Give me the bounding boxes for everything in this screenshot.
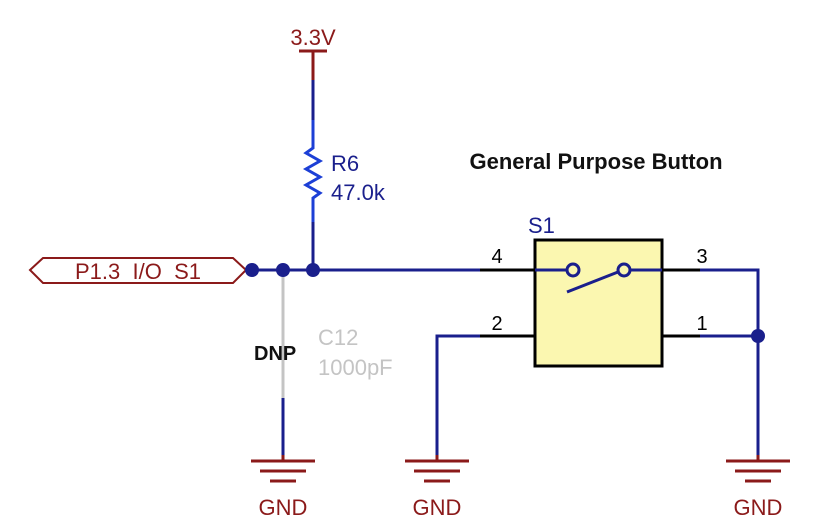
- resistor-zigzag: [302, 120, 324, 222]
- resistor-r6: R6 47.0k: [302, 120, 386, 222]
- ground-symbol-middle: GND: [405, 455, 469, 520]
- power-label: 3.3V: [290, 25, 336, 50]
- resistor-value: 47.0k: [331, 180, 386, 205]
- junction-dot-cap: [276, 263, 290, 277]
- capacitor-designator: C12: [318, 325, 358, 350]
- resistor-designator: R6: [331, 151, 359, 176]
- switch-s1: S1 4 2 3 1: [480, 213, 708, 368]
- power-symbol-3v3: 3.3V: [290, 25, 336, 80]
- switch-contact-left: [565, 262, 581, 278]
- dnp-label: DNP: [254, 343, 296, 365]
- port-label: P1.3_I/O_S1: [75, 259, 201, 284]
- switch-pin-2: 2: [491, 313, 502, 335]
- capacitor-value: 1000pF: [318, 355, 393, 380]
- wire-pin2-to-ground: [435, 334, 480, 455]
- port-p1-3: P1.3_I/O_S1: [28, 257, 248, 284]
- switch-pin-4: 4: [491, 246, 502, 268]
- junction-dot-right: [751, 329, 765, 343]
- ground-symbol-left: GND: [251, 455, 315, 520]
- diagram-title: General Purpose Button: [469, 149, 722, 174]
- capacitor-c12: C12 1000pF DNP: [254, 270, 393, 398]
- ground-label-left: GND: [259, 495, 308, 520]
- switch-designator: S1: [528, 213, 555, 238]
- switch-body: [533, 238, 664, 368]
- switch-lever: [566, 270, 619, 294]
- ground-label-right: GND: [734, 495, 783, 520]
- ground-symbol-right: GND: [726, 455, 790, 520]
- switch-pin-1: 1: [696, 313, 707, 335]
- junction-dot-port: [245, 263, 259, 277]
- switch-pin-3: 3: [696, 246, 707, 268]
- switch-contact-right: [616, 262, 632, 278]
- ground-label-middle: GND: [413, 495, 462, 520]
- junction-dot-resistor: [306, 263, 320, 277]
- wire-pin3-to-pin1: [700, 268, 760, 335]
